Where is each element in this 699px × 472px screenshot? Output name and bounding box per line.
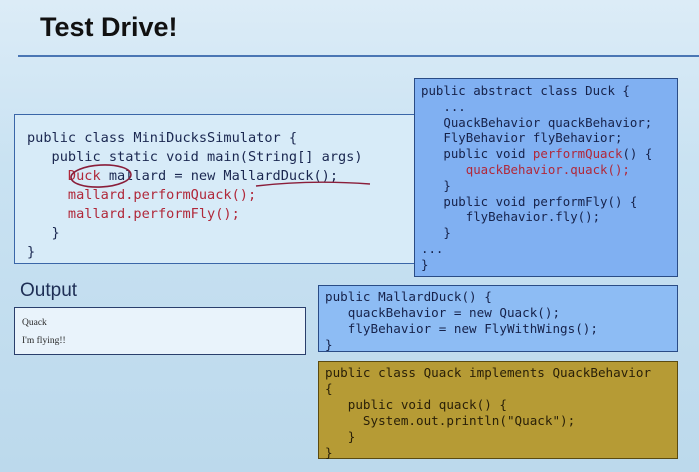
code-line: quackBehavior = new Quack(); [325,305,561,320]
perform-quack-call: mallard.performQuack(); [67,187,257,203]
duck-type-token: Duck [67,168,101,184]
code-line: public void [421,146,533,162]
code-line: public MallardDuck() { [325,289,492,304]
code-line: System.out.println("Quack"); [325,413,576,428]
slide-title: Test Drive! [40,12,178,42]
code-line: public class Quack implements QuackBehav… [325,365,652,380]
code-line: } [325,429,356,444]
code-line: public class MiniDucksSimulator { [27,130,298,146]
output-line: Quack [22,318,47,328]
code-line: public void quack() { [325,397,507,412]
code-line: mallard = new MallardDuck(); [100,168,339,184]
code-indent [421,162,466,177]
quack-class-code: public class Quack implements QuackBehav… [318,361,678,460]
code-line: ... [421,98,466,114]
code-line: { [325,381,333,396]
code-line: } [27,244,36,260]
code-line: } [421,256,429,272]
output-console: Quack I'm flying!! [14,307,306,355]
code-line: public void performFly() { [421,193,638,209]
code-line: } [421,225,451,241]
output-heading: Output [20,280,78,301]
code-line: QuackBehavior quackBehavior; [421,114,653,130]
code-line: () { [622,146,653,162]
code-line: public static void main(String[] args) [27,149,363,165]
code-line: } [27,225,60,241]
code-line: } [421,177,451,193]
perform-quack-method: performQuack [532,146,623,162]
quack-behavior-call: quackBehavior.quack(); [465,161,630,177]
code-line: flyBehavior = new FlyWithWings(); [325,321,598,336]
output-line: I'm flying!! [22,336,66,346]
perform-fly-call: mallard.performFly(); [67,206,240,222]
code-indent [27,187,68,203]
code-line: flyBehavior.fly(); [421,209,601,225]
code-line: } [325,337,333,352]
abstract-duck-code: public abstract class Duck { ... QuackBe… [414,78,678,277]
code-line: public abstract class Duck { [421,83,630,98]
code-indent [27,168,68,184]
code-line: } [325,445,333,460]
title-divider [18,55,699,57]
code-indent [27,206,68,222]
mallard-duck-constructor-code: public MallardDuck() { quackBehavior = n… [318,285,678,352]
code-line: ... [421,240,444,256]
code-line: FlyBehavior flyBehavior; [421,130,623,146]
mini-ducks-simulator-code: public class MiniDucksSimulator { public… [14,114,422,264]
